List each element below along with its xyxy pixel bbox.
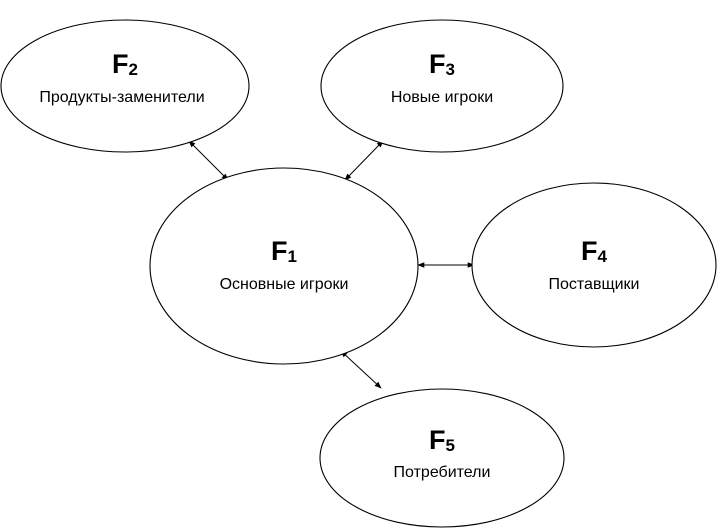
node-f1-title: F1 xyxy=(271,236,297,266)
connector-f1-f3 xyxy=(344,140,384,181)
node-f4-title: F4 xyxy=(581,236,608,266)
node-f1: F1 Основные игроки xyxy=(149,167,419,365)
node-f3-label: Новые игроки xyxy=(391,89,493,106)
node-f5-label: Потребители xyxy=(394,464,491,481)
node-f1-letter: F xyxy=(271,236,288,266)
node-f5-title: F5 xyxy=(429,425,455,455)
node-f2-index: 2 xyxy=(129,60,138,79)
node-f2: F2 Продукты-заменители xyxy=(0,19,250,153)
node-f4: F4 Поставщики xyxy=(471,182,717,348)
node-f4-label: Поставщики xyxy=(549,276,640,293)
node-f2-letter: F xyxy=(112,49,129,79)
node-f3-title: F3 xyxy=(429,49,455,79)
node-f4-index: 4 xyxy=(598,247,608,266)
node-f3-index: 3 xyxy=(446,60,455,79)
node-f1-index: 1 xyxy=(288,247,297,266)
connector-f1-f2 xyxy=(188,140,229,181)
node-f3-letter: F xyxy=(429,49,446,79)
node-f5-index: 5 xyxy=(446,436,455,455)
node-f5: F5 Потребители xyxy=(319,388,565,528)
node-f2-title: F2 xyxy=(112,49,138,79)
node-f5-letter: F xyxy=(429,425,446,455)
node-f3: F3 Новые игроки xyxy=(320,19,564,153)
node-f2-label: Продукты-заменители xyxy=(39,89,204,106)
connector-f1-f5 xyxy=(340,350,382,389)
node-f1-label: Основные игроки xyxy=(220,276,349,293)
node-f4-letter: F xyxy=(581,236,598,266)
